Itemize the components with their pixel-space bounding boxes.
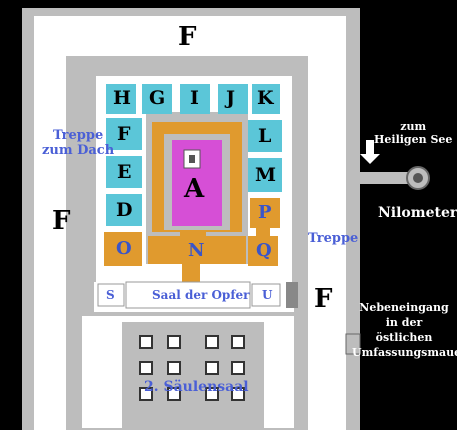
room-u: [251, 283, 281, 307]
arrow-down-icon: [360, 140, 380, 164]
room-label-p: P: [258, 202, 272, 223]
saal-der-opfer-label: Saal der Opfer: [152, 288, 250, 302]
chapel-j: [218, 84, 248, 114]
side-entrance-line4: Umfassungsmauer: [352, 346, 457, 359]
room-n: [148, 236, 246, 264]
room-label-m: M: [255, 164, 277, 186]
chapel-m: [248, 158, 282, 192]
side-entrance-line3: östlichen: [375, 331, 433, 344]
nilometer-passage: [346, 172, 408, 184]
chapel-l: [248, 120, 282, 152]
room-label-l: L: [258, 125, 272, 147]
stairs-label: Treppe: [308, 231, 359, 246]
corridor-label-right: F: [314, 284, 333, 314]
sacred-lake-line2: Heiligen See: [374, 133, 453, 146]
side-entrance-line2: in der: [385, 316, 423, 329]
side-entrance-line1: Nebeneingang: [359, 301, 449, 314]
room-label-s: S: [106, 288, 115, 302]
sanctuary-label: A: [184, 174, 205, 204]
chapel-h: [106, 84, 136, 114]
chapel-f: [106, 118, 142, 150]
room-label-f: F: [117, 123, 131, 145]
column-grid: [139, 335, 245, 401]
corridor-label-top: F: [178, 22, 197, 52]
room-label-q: Q: [256, 240, 272, 261]
sacred-lake-label: zum Heiligen See: [374, 120, 452, 146]
room-saal-der-opfer: [125, 281, 251, 309]
sacred-lake-line1: zum: [400, 120, 427, 133]
naos-inner: [189, 155, 195, 163]
room-label-u: U: [262, 288, 273, 302]
room-label-g: G: [149, 87, 166, 109]
nilometer-shaft: [413, 173, 423, 183]
nilometer-label: Nilometer: [378, 205, 457, 221]
hypostyle-hall-label: 2. Säulensaal: [144, 379, 249, 395]
room-label-h: H: [113, 87, 131, 109]
stair-pq: [256, 226, 270, 238]
room-s: [97, 283, 125, 307]
chapel-g: [142, 84, 172, 114]
room-label-k: K: [257, 87, 274, 109]
chapel-i: [180, 84, 210, 114]
chapel-e: [106, 156, 142, 188]
corridor-label-left: F: [52, 206, 71, 236]
side-stair: [286, 282, 298, 308]
room-label-n: N: [188, 240, 205, 261]
stairs-to-roof-label: Treppe zum Dach: [42, 128, 114, 158]
room-n-passage: [182, 262, 200, 286]
room-label-j: J: [226, 87, 235, 109]
room-label-d: D: [116, 199, 133, 221]
stairs-to-roof-line2: zum Dach: [42, 143, 115, 158]
room-label-i: I: [190, 87, 199, 109]
chapel-d: [106, 194, 142, 226]
room-label-e: E: [117, 161, 132, 183]
room-q: [248, 236, 278, 266]
stairs-to-roof-line1: Treppe: [52, 128, 104, 143]
room-p: [250, 198, 280, 228]
room-label-o: O: [116, 238, 132, 259]
chapel-k: [252, 84, 280, 114]
side-entrance-label: Nebeneingang in der östlichen Umfassungs…: [352, 300, 457, 360]
room-n-door: [180, 230, 206, 240]
room-o: [104, 232, 142, 266]
side-entrance: [345, 333, 361, 355]
